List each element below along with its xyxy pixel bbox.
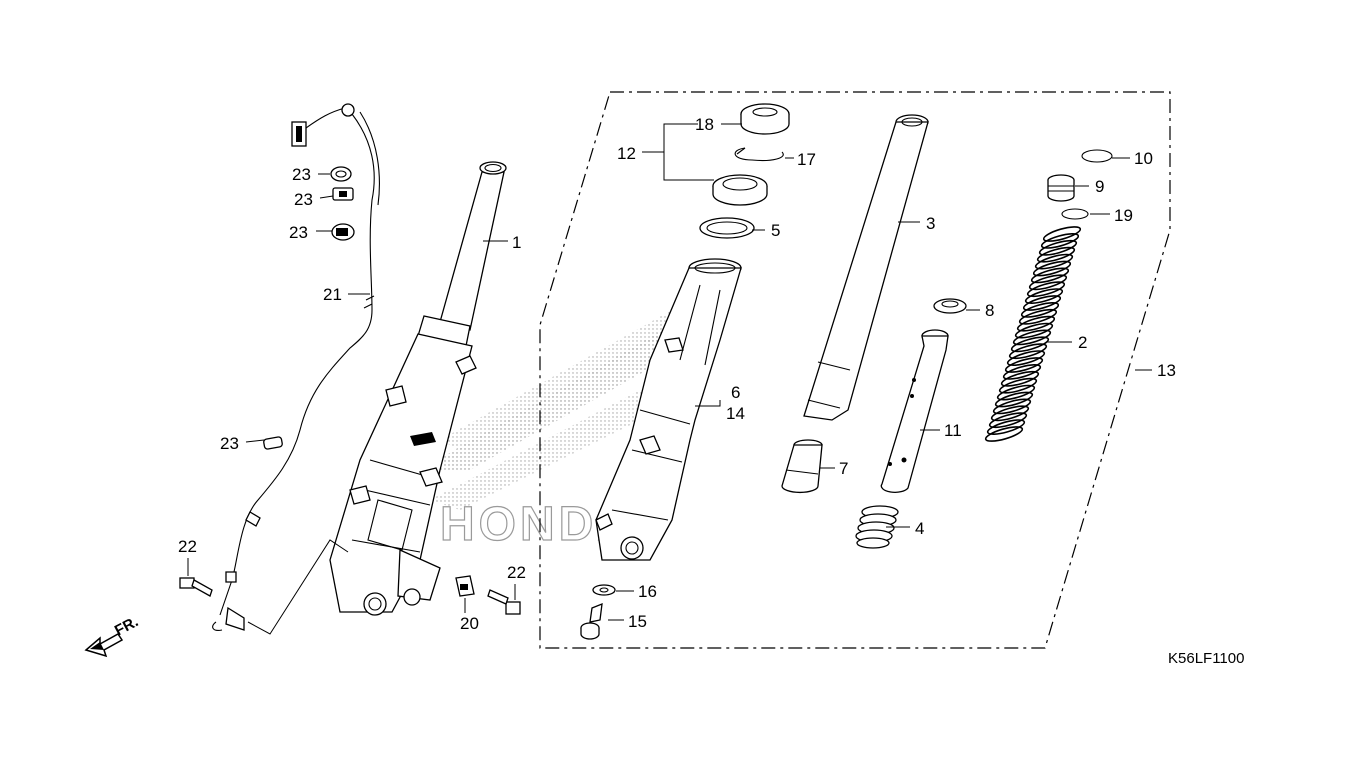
callout-8: 8 [985,301,994,320]
spring-coil [1024,288,1064,305]
spring-coil [1008,343,1048,360]
spring-coil [990,405,1030,422]
speed-sensor-harness [212,103,380,631]
spring-coil [1040,232,1080,249]
callout-23-clamp-3: 23 [289,223,308,242]
diagram-code: K56LF1100 [1168,650,1244,667]
spring-coil [1034,253,1074,270]
piston-ring [933,298,967,314]
callout-16: 16 [638,582,657,601]
spring-coil [992,398,1032,415]
harness-clamp-3 [331,223,355,241]
callout-12: 12 [617,144,636,163]
flange-bolt-left [179,577,213,597]
oil-lock-piece [781,439,823,494]
spring-coil [1016,315,1056,332]
spring-coil [988,412,1028,429]
callout-21: 21 [323,285,342,304]
spring-coil [1022,295,1062,311]
sensor-bracket [455,575,475,597]
socket-bolt [580,602,603,640]
sealing-washer [592,584,616,596]
callout-23-clamp-2: 23 [294,190,313,209]
spring-coil [998,377,1038,394]
fork-piston [880,329,949,493]
o-ring [1061,208,1089,220]
spring-coil [1012,329,1052,346]
harness-clamp-2 [332,187,354,201]
dust-seal [740,103,790,135]
spring-coil [1004,357,1044,373]
callout-1: 1 [512,233,521,252]
spring-coil [1042,226,1082,242]
callout-15: 15 [628,612,647,631]
spring-coil [1000,370,1040,387]
rebound-spring [855,505,899,549]
front-fork-assembly [329,161,507,616]
harness-clamp-4 [263,436,283,450]
oil-seal [712,174,768,206]
callout-2: 2 [1078,333,1087,352]
callout-17: 17 [797,150,816,169]
spring-coil [1010,336,1050,353]
fork-assembly-kit-outline [539,91,1171,649]
spring-coil [1038,239,1078,256]
spring-coil [1032,260,1072,277]
spring-coil [1028,274,1068,291]
callout-6: 6 [731,383,740,402]
callout-labels: 1 2 3 4 5 6 7 8 9 10 11 12 13 14 15 16 1… [178,115,1176,633]
fork-pipe [803,114,929,421]
stopper-ring [734,147,784,162]
callout-22-left: 22 [178,537,197,556]
callout-23-clamp-1: 23 [292,165,311,184]
spring-coil [986,419,1026,436]
spring-coil [994,391,1034,408]
callout-13: 13 [1157,361,1176,380]
sensor-position-line [247,539,349,635]
spring-coil [1006,350,1046,367]
spring-coil [1002,363,1042,380]
spring-coil [1030,267,1070,284]
back-up-ring [699,217,755,239]
fork-spring [984,226,1082,442]
leader-lines [187,123,1152,621]
harness-clamp-1 [330,166,352,182]
spring-coil [1018,308,1058,325]
fork-outer-case [595,258,742,561]
callout-5: 5 [771,221,780,240]
callout-4: 4 [915,519,924,538]
spring-coil [1014,322,1054,339]
spring-coil [1036,246,1076,263]
spring-coil [1026,281,1066,298]
callout-14: 14 [726,404,745,423]
callout-22-right: 22 [507,563,526,582]
flange-bolt-right [487,589,521,615]
callout-3: 3 [926,214,935,233]
callout-7: 7 [839,459,848,478]
callout-10: 10 [1134,149,1153,168]
spring-coil [1020,301,1060,318]
spring-coil [996,384,1036,401]
callout-19: 19 [1114,206,1133,225]
callout-20: 20 [460,614,479,633]
callout-11: 11 [944,421,962,440]
callout-23-clamp-4: 23 [220,434,239,453]
callout-9: 9 [1095,177,1104,196]
front-direction-arrow: FR. [84,613,141,658]
circlip [1081,149,1113,163]
spring-coil [984,426,1024,442]
callout-18: 18 [695,115,714,134]
fork-bolt [1047,174,1075,202]
